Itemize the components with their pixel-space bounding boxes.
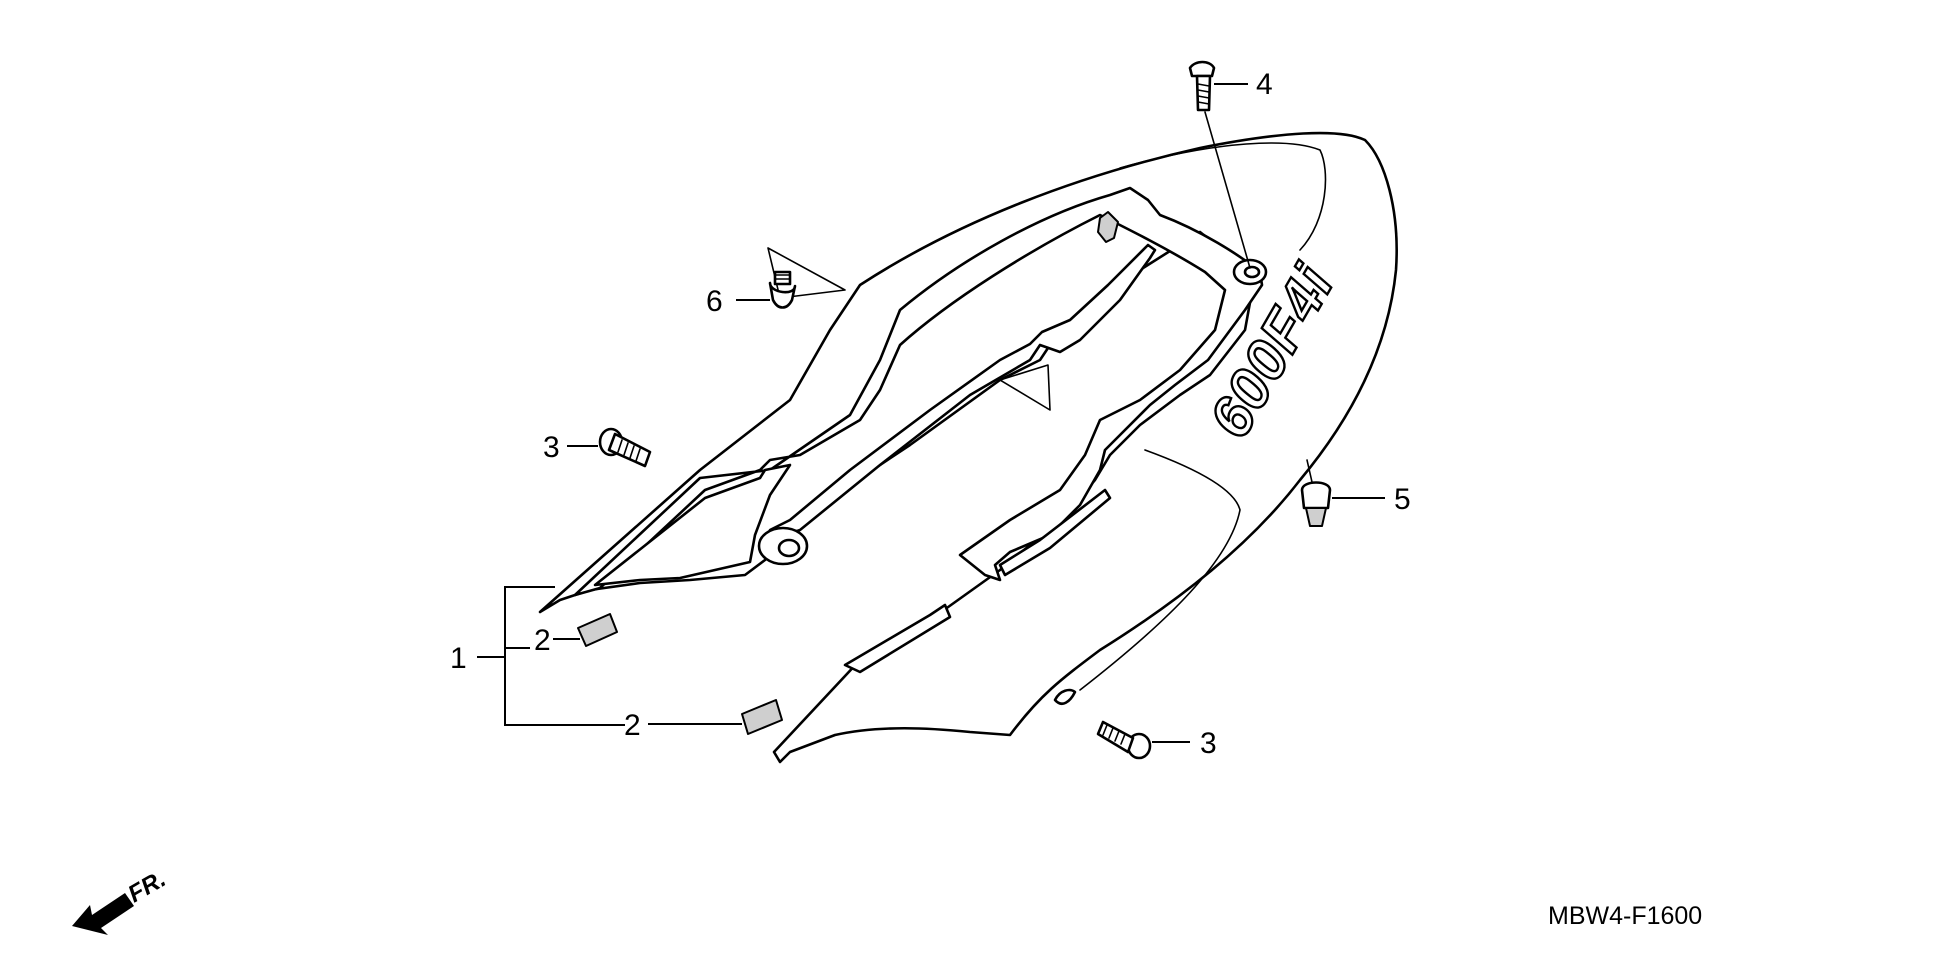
rear-cowl-outer-shell [538, 131, 1398, 764]
front-mount-boss-hole [777, 538, 801, 558]
center-rib [768, 243, 1157, 542]
part-4-pointer-line [1204, 111, 1251, 269]
indicator-triangle-center [999, 364, 1051, 411]
front-arrow-icon [72, 893, 134, 935]
part-4-screw [1188, 60, 1251, 269]
part-2-upper-pad [553, 613, 618, 647]
part-2-lower-pad [648, 699, 783, 735]
rear-recess [1053, 688, 1077, 705]
lower-trim-strip-lower [843, 603, 952, 674]
callout-part-5: 5 [1394, 483, 1411, 516]
front-direction-arrow: FR. [72, 865, 170, 935]
callout-part-3-right: 3 [1200, 727, 1217, 760]
part-5-grommet [1300, 459, 1385, 527]
lower-trim-strip-upper [998, 488, 1112, 577]
inner-clip [1097, 211, 1119, 243]
seat-opening-frame [573, 186, 1264, 597]
part-3-left-bolt [567, 427, 652, 468]
callout-part-2-lower: 2 [624, 709, 641, 742]
callout-part-3-left: 3 [543, 431, 560, 464]
callout-part-1: 1 [450, 642, 467, 675]
part-3-right-bolt [1096, 720, 1190, 760]
rear-cowl: 600F4i [538, 131, 1398, 764]
part-1-bracket [477, 586, 625, 726]
diagram-part-code: MBW4-F1600 [1548, 902, 1702, 930]
callout-part-6: 6 [706, 285, 723, 318]
cowl-top-crease [1119, 142, 1327, 251]
callout-part-2-upper: 2 [534, 624, 551, 657]
callout-part-4: 4 [1256, 68, 1273, 101]
inner-tray [593, 463, 792, 587]
cowl-side-crease [1079, 449, 1241, 691]
rear-mount-boss-hole [1243, 265, 1261, 279]
part-6-rivet [736, 270, 797, 309]
